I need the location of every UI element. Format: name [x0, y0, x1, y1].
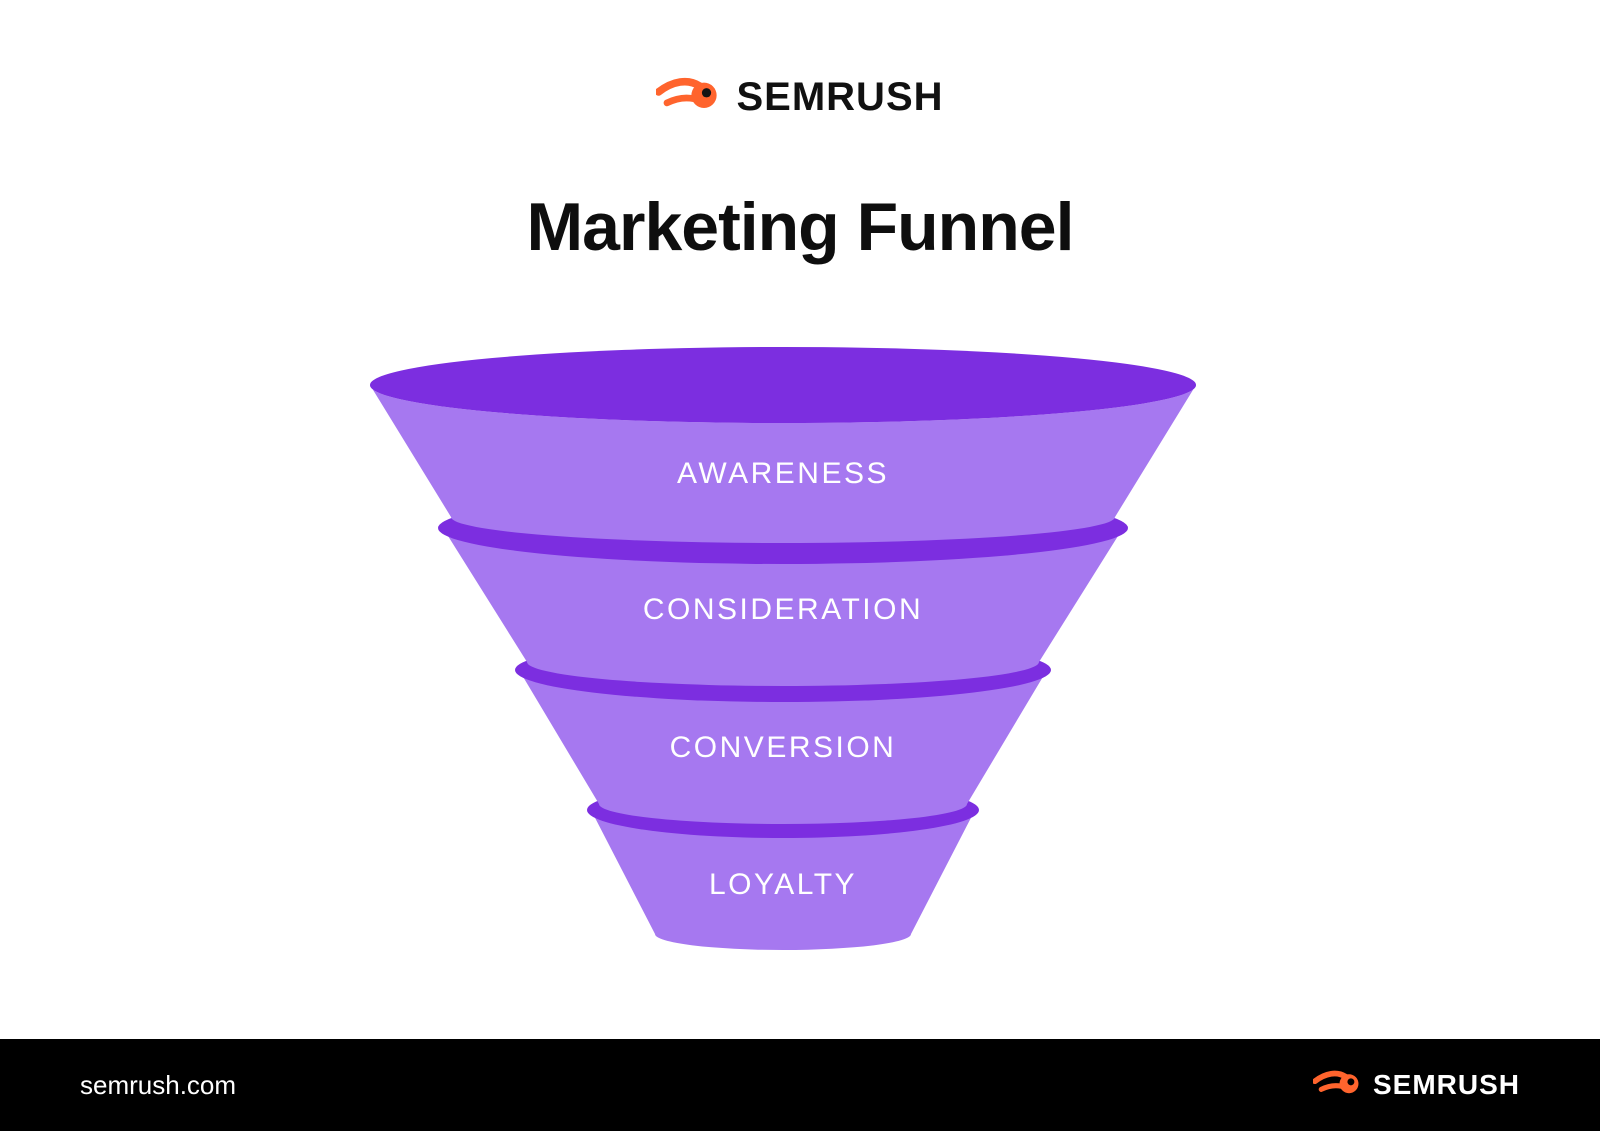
brand-name: SEMRUSH: [736, 74, 944, 119]
footer-brand-logo: SEMRUSH: [1312, 1068, 1520, 1102]
footer-site-text: semrush.com: [80, 1069, 237, 1100]
footer-brand-name: SEMRUSH: [1372, 1069, 1520, 1100]
page-title: Marketing Funnel: [526, 189, 1075, 265]
funnel-stage-awareness: [370, 385, 1196, 543]
stage-label-consideration: CONSIDERATION: [643, 593, 923, 626]
footer-bar: semrush.com SEMRUSH: [0, 1039, 1600, 1131]
stage-label-conversion: CONVERSION: [670, 731, 897, 764]
stage-body: [370, 385, 1196, 543]
funnel-diagram: AWARENESS CONSIDERATION CONVERSION LOYAL…: [0, 332, 1600, 972]
stage-top-opening: [370, 347, 1196, 423]
stage-label-loyalty: LOYALTY: [709, 868, 857, 901]
stage-body: [443, 528, 1123, 686]
stage-body: [519, 670, 1047, 824]
funnel-stage-consideration: [443, 528, 1123, 686]
header-brand-logo: SEMRUSH: [0, 74, 1600, 120]
funnel-stage-conversion: [519, 670, 1047, 824]
semrush-flame-icon: [656, 74, 720, 120]
semrush-flame-icon: [1312, 1068, 1361, 1102]
funnel-stage-loyalty: [591, 810, 975, 950]
stage-body: [591, 810, 975, 950]
stage-label-awareness: AWARENESS: [677, 457, 889, 490]
